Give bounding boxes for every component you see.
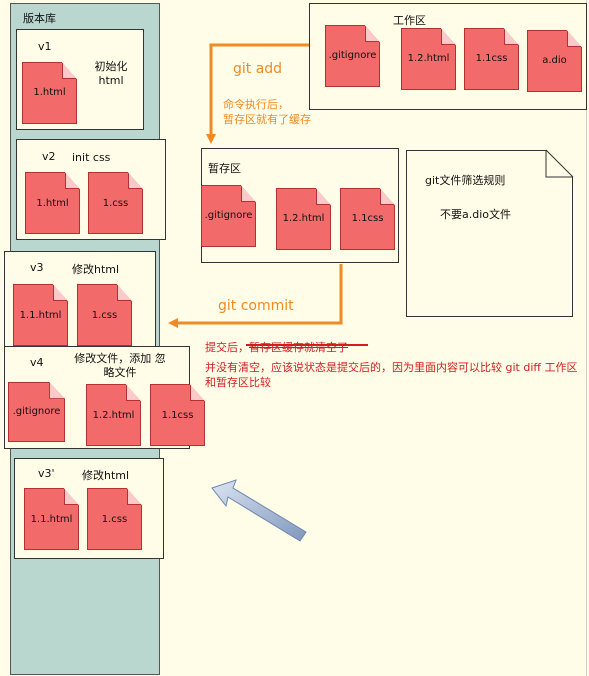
version-label-v2: v2 [42,150,56,163]
after-commit-prefix: 提交后， [205,341,249,354]
git-commit-arrow [168,264,343,328]
after-commit-struck: 暂存区缓存就清空了 [249,341,348,354]
file-name: 1.2.html [92,410,135,421]
git-commit-label: git commit [218,298,294,314]
file-name: 1.1css [351,213,384,224]
version-label-v3-prime: v3' [38,467,55,480]
file-name: 1.1.html [30,514,73,525]
file-icon: 1.html [22,62,77,124]
file-icon: 1.2.html [86,384,141,446]
file-icon: 1.1css [150,384,205,446]
version-desc-v4: 修改文件，添加 忽略文件 [74,352,166,379]
file-name: 1.1css [161,410,194,421]
file-icon: .gitignore [325,25,380,87]
file-name: 1.html [33,87,66,98]
note-box [406,150,573,317]
file-name: 1.css [102,198,129,209]
file-icon: 1.1css [340,188,395,250]
file-name: 1.1css [475,53,508,64]
file-icon: 1.html [25,172,80,234]
file-name: 1.css [101,514,128,525]
file-icon: 1.1.html [13,284,68,346]
file-name: 1.1.html [19,310,62,321]
file-icon: .gitignore [201,185,256,247]
file-icon: 1.css [88,172,143,234]
workspace-title: 工作区 [393,14,426,27]
version-label-v4: v4 [30,356,44,369]
file-name: 1.2.html [407,53,450,64]
file-name: .gitignore [328,50,377,61]
note-body: 不要a.dio文件 [440,208,512,221]
version-label-v3: v3 [30,261,44,274]
pointer-arrow [211,479,307,542]
correction-note: 并没有清空，应该说状态是提交后的，因为里面内容可以比较 git diff 工作区… [205,361,578,389]
git-add-arrow [206,43,309,144]
file-icon: 1.2.html [401,28,456,90]
version-desc-v3: 修改html [72,263,120,276]
file-icon: a.dio [527,30,582,92]
after-commit-note: 提交后，暂存区缓存就清空了 [205,339,348,355]
file-name: 1.html [36,198,69,209]
file-name: .gitignore [12,406,61,417]
version-desc-v2: init css [72,151,111,164]
file-icon: 1.css [77,284,132,346]
file-icon: 1.1css [464,28,519,90]
version-desc-v1: 初始化 html [94,60,128,87]
file-icon: 1.2.html [276,188,331,250]
file-name: .gitignore [204,210,253,221]
note-title: git文件筛选规则 [425,174,506,187]
canvas-background [162,0,587,676]
file-icon: 1.css [87,488,142,550]
git-add-label: git add [233,61,283,77]
file-icon: .gitignore [8,382,65,442]
repository-title: 版本库 [23,12,56,25]
file-name: 1.2.html [282,213,325,224]
file-name: a.dio [542,55,567,66]
file-name: 1.css [91,310,118,321]
version-desc-v3-prime: 修改html [82,469,130,482]
staging-title: 暂存区 [208,162,241,175]
version-label-v1: v1 [38,40,52,53]
file-icon: 1.1.html [24,488,79,550]
after-add-note: 命令执行后， 暂存区就有了缓存 [223,98,311,126]
